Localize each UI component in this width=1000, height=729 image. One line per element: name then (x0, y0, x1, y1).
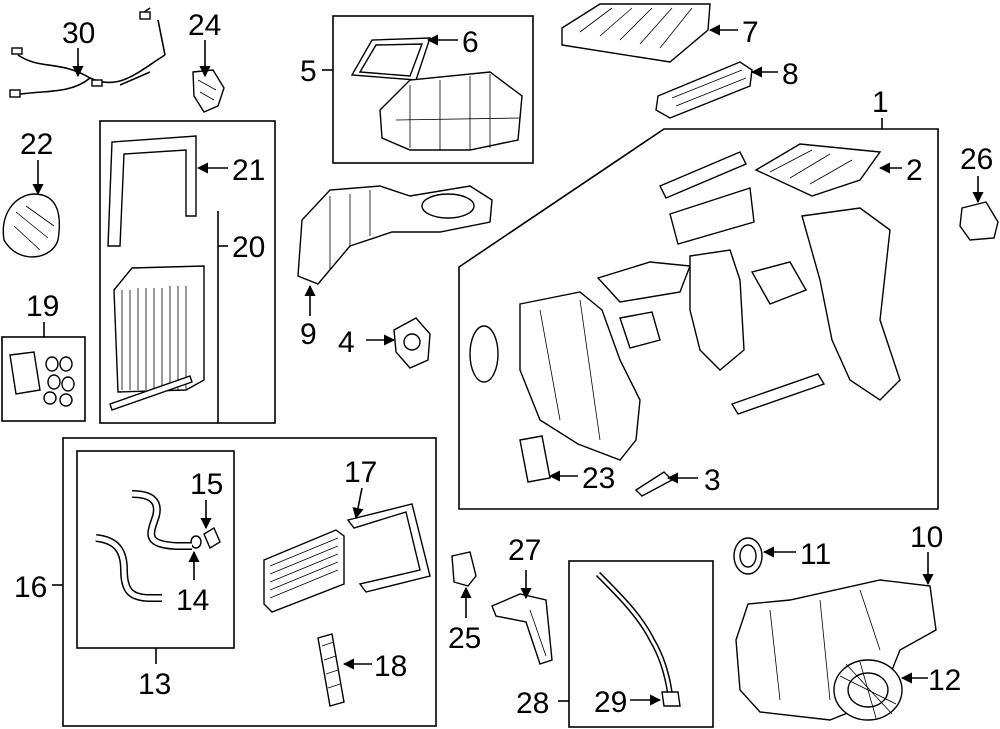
callout-21: 21 (232, 154, 265, 187)
callout-15: 15 (190, 468, 223, 501)
callout-6: 6 (462, 26, 479, 59)
group-box-5 (332, 15, 534, 164)
group-box-20 (99, 120, 276, 424)
callout-28: 28 (516, 687, 549, 720)
callout-27: 27 (508, 534, 541, 567)
callout-20: 20 (232, 231, 265, 264)
callout-7: 7 (742, 16, 759, 49)
sensor-part-18 (317, 633, 345, 707)
resistor-part-11 (733, 537, 763, 575)
connector-set-part-19 (9, 351, 75, 407)
callout-8: 8 (782, 58, 799, 91)
callout-4: 4 (338, 326, 355, 359)
duct-part-27 (491, 593, 553, 665)
callout-12: 12 (928, 664, 961, 697)
leader-lines (32, 24, 984, 706)
actuator-part-26 (959, 201, 999, 241)
callout-22: 22 (20, 128, 53, 161)
callout-11: 11 (800, 538, 831, 571)
callout-24: 24 (188, 9, 221, 42)
heater-core-part (263, 529, 345, 613)
clip-parts-14-15 (190, 526, 221, 550)
callout-26: 26 (960, 143, 993, 176)
heater-hoses-part (95, 490, 192, 602)
sensor-part-25 (451, 551, 477, 587)
wiring-harness-part (9, 7, 166, 98)
callout-25: 25 (448, 622, 481, 655)
cabin-filter-part-7 (561, 3, 711, 63)
callout-9: 9 (300, 318, 317, 351)
hvac-module-parts (469, 143, 901, 497)
callout-2: 2 (906, 154, 923, 187)
callout-17: 17 (344, 456, 377, 489)
heater-core-seal-part (346, 503, 431, 593)
mode-door-part-22 (2, 193, 61, 258)
callout-29: 29 (594, 686, 627, 719)
callout-3: 3 (704, 464, 721, 497)
callout-5: 5 (300, 55, 317, 88)
callout-14: 14 (176, 584, 209, 617)
seal-part-6 (350, 37, 431, 81)
drain-tube-part (595, 571, 681, 707)
evaporator-seal-part-21 (107, 135, 197, 247)
evaporator-core-part (109, 265, 205, 411)
callout-1: 1 (872, 86, 889, 119)
duct-part-9 (297, 185, 493, 285)
callout-18: 18 (374, 650, 407, 683)
callout-13: 13 (138, 668, 171, 701)
sensor-part-24 (192, 69, 225, 113)
vent-part-8 (655, 61, 753, 119)
callout-19: 19 (26, 290, 59, 323)
group-box-28 (568, 560, 714, 728)
callout-10: 10 (910, 521, 943, 554)
actuator-part-4 (393, 317, 431, 369)
group-box-16 (62, 437, 437, 727)
callout-16: 16 (14, 571, 47, 604)
blower-case-part-5 (379, 71, 523, 151)
blower-motor-part (833, 659, 903, 721)
callout-23: 23 (582, 462, 615, 495)
callout-30: 30 (62, 17, 95, 50)
group-box-1 (458, 128, 939, 510)
